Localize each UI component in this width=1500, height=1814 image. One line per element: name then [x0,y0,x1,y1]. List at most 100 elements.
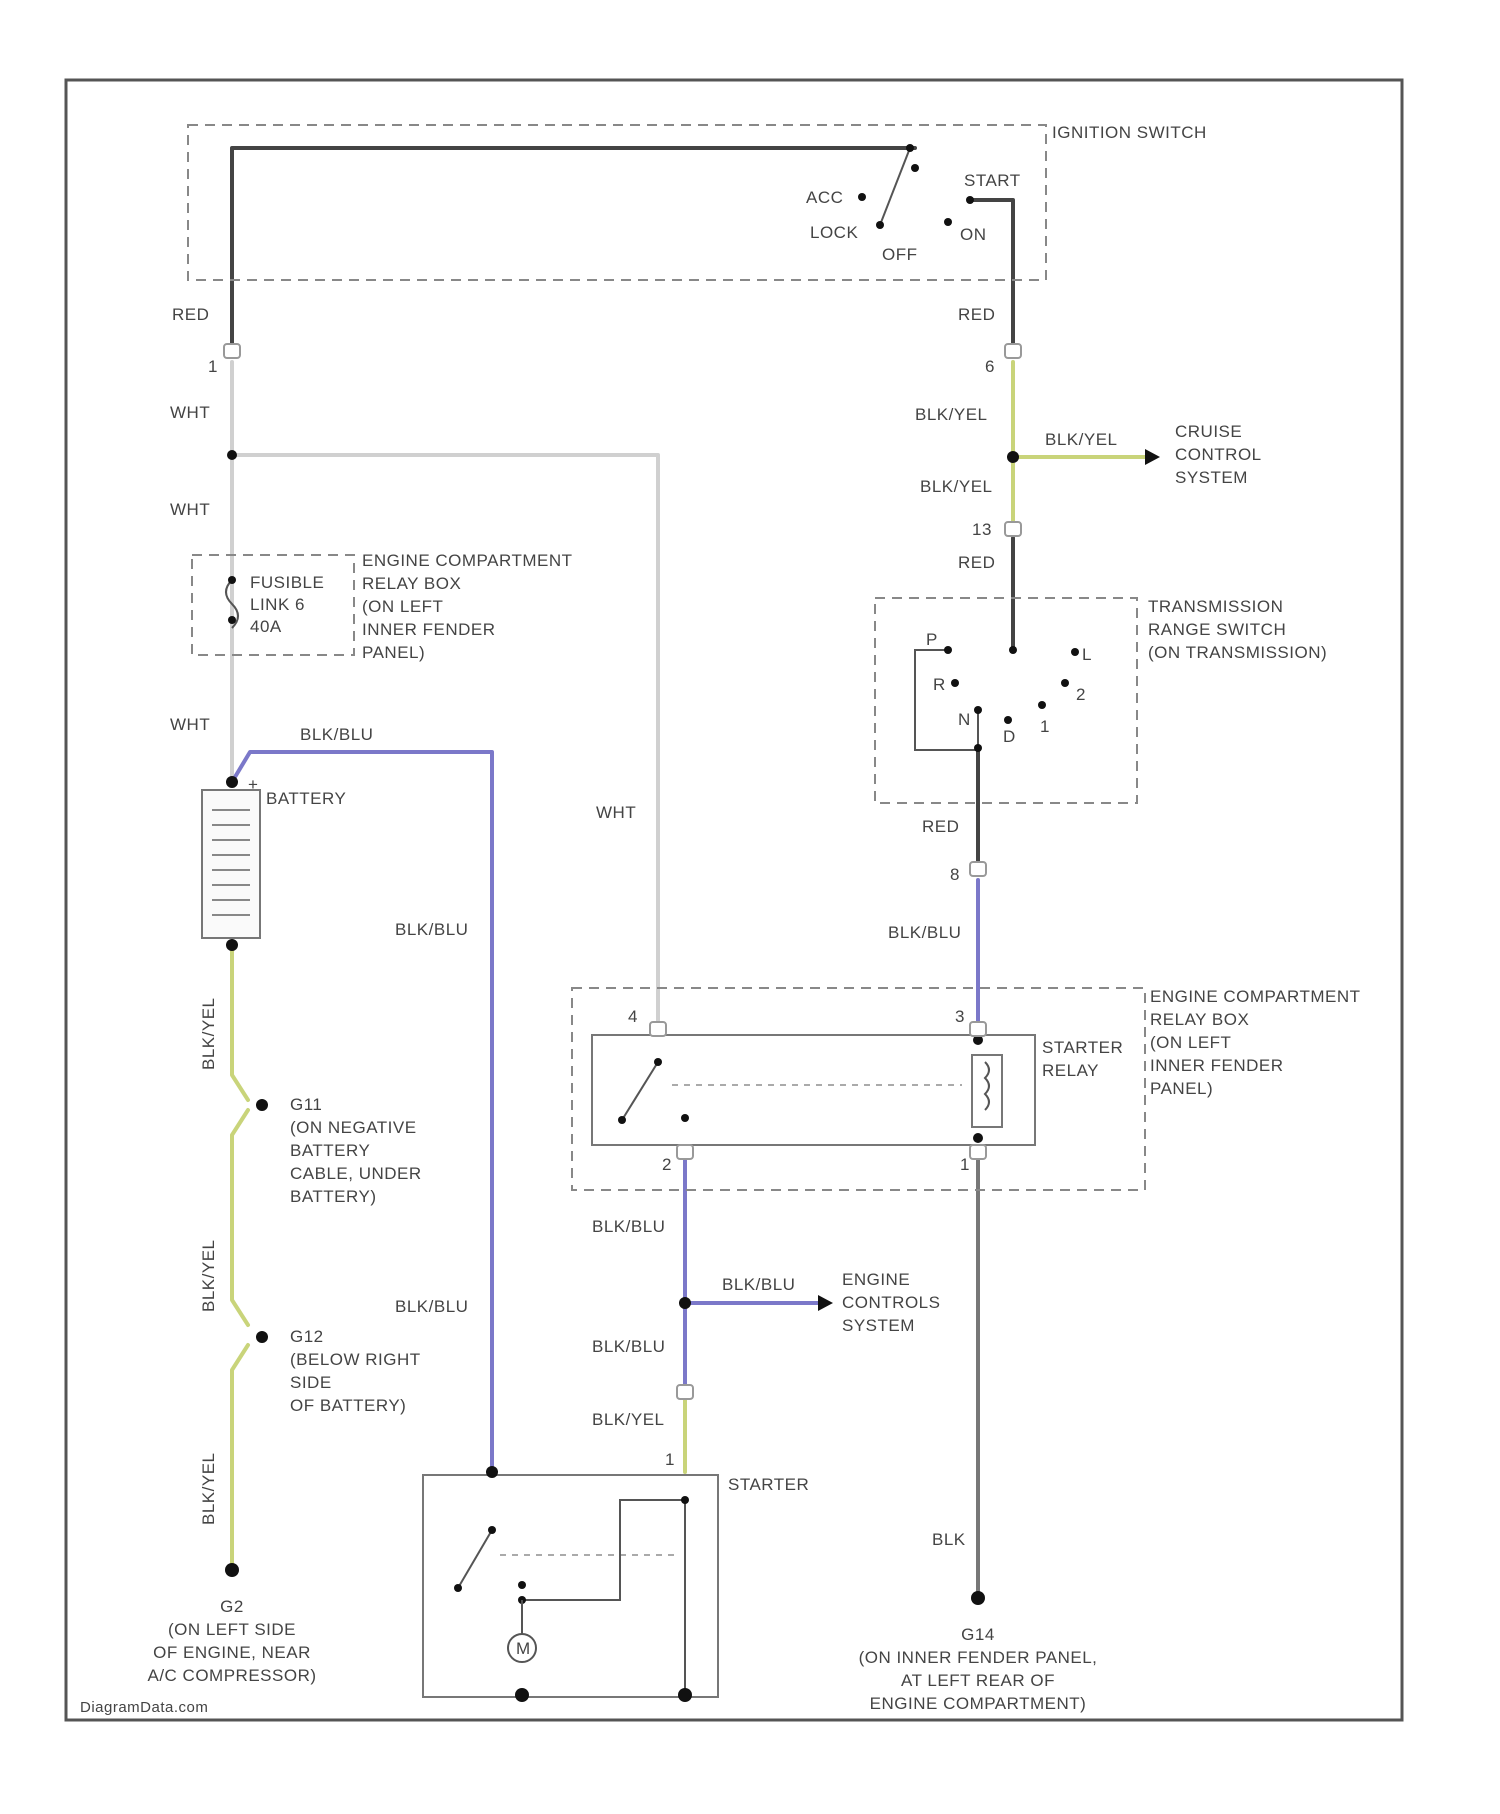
pin-4: 4 [628,1007,638,1026]
starter-relay-1: STARTER [1042,1038,1123,1057]
fusible-link-3: 40A [250,617,282,636]
wire-red-right [970,200,1013,348]
wire-label-red-right: RED [958,305,995,324]
relay-box-bottom-4: INNER FENDER [1150,1056,1284,1075]
wire-label-red-trans-out: RED [922,817,959,836]
g11-5: BATTERY) [290,1187,377,1206]
trans-pos-d: D [1003,727,1016,746]
pin-13: 13 [972,520,992,539]
relay-box-bottom-1: ENGINE COMPARTMENT [1150,987,1361,1006]
relay-box-top-4: INNER FENDER [362,620,496,639]
wire-label-blkyel-g2: BLK/YEL [199,1240,218,1313]
fusible-link-1: FUSIBLE [250,573,324,592]
wire-label-blkyel-g1: BLK/YEL [199,998,218,1071]
fusible-link-2: LINK 6 [250,595,305,614]
trans-range-2: RANGE SWITCH [1148,620,1286,639]
g14-1: G14 [961,1625,995,1644]
g11-1: G11 [290,1095,322,1114]
battery-plus: + [248,775,258,794]
cruise-label-2: CONTROL [1175,445,1262,464]
g2-3: OF ENGINE, NEAR [153,1643,311,1662]
cruise-label-3: SYSTEM [1175,468,1248,487]
starter-label: STARTER [728,1475,809,1494]
wire-label-blkyel-starter: BLK/YEL [592,1410,665,1429]
pin-1-relay: 1 [960,1155,970,1174]
wire-label-blkblu-engine: BLK/BLU [722,1275,795,1294]
g12-3: SIDE [290,1373,332,1392]
connectors [224,344,1021,1399]
sw-acc-label: ACC [806,188,843,207]
g14-3: AT LEFT REAR OF [901,1671,1055,1690]
wire-label-red-trans: RED [958,553,995,572]
engine-controls-3: SYSTEM [842,1316,915,1335]
starter-relay-contacts [618,1055,1002,1127]
wire-blkyel-ground [232,945,248,1570]
arrow-cruise [1145,449,1160,465]
wires [232,148,1145,1598]
pin-1-top: 1 [208,357,218,376]
battery-label: BATTERY [266,789,346,808]
arrow-engine-controls [818,1295,833,1311]
wire-label-blkyel-g3: BLK/YEL [199,1453,218,1526]
wire-label-blkyel-cruise: BLK/YEL [1045,430,1118,449]
trans-range-1: TRANSMISSION [1148,597,1283,616]
starter-internal [454,1496,689,1695]
wire-label-wht1: WHT [170,403,210,422]
sw-start-label: START [964,171,1021,190]
trans-pos-n: N [958,710,971,729]
ignition-switch-label: IGNITION SWITCH [1052,123,1207,142]
sw-off-label: OFF [882,245,918,264]
wire-label-wht3: WHT [170,715,210,734]
pin-8: 8 [950,865,960,884]
trans-pos-1: 1 [1040,717,1050,736]
sw-on-label: ON [960,225,987,244]
trans-pos-2: 2 [1076,685,1086,704]
ignition-switch-contacts [858,144,974,229]
wire-label-blkblu-left1: BLK/BLU [395,920,468,939]
wire-ignition-top [232,148,915,280]
relay-box-bottom-3: (ON LEFT [1150,1033,1231,1052]
relay-box-top-3: (ON LEFT [362,597,443,616]
g14-2: (ON INNER FENDER PANEL, [859,1648,1098,1667]
wire-label-blkblu-left2: BLK/BLU [395,1297,468,1316]
relay-box-bottom-5: PANEL) [1150,1079,1213,1098]
g12-1: G12 [290,1327,324,1346]
g11-3: BATTERY [290,1141,370,1160]
g12-4: OF BATTERY) [290,1396,406,1415]
relay-box-top-1: ENGINE COMPARTMENT [362,551,573,570]
starter-box [423,1475,718,1697]
engine-controls-1: ENGINE [842,1270,910,1289]
transmission-switch-internal [915,650,978,750]
starter-relay-box [592,1035,1035,1145]
diagram-frame [66,80,1402,1720]
g2-1: G2 [220,1597,244,1616]
relay-box-top-2: RELAY BOX [362,574,461,593]
motor-label: M [516,1639,531,1658]
wire-label-blkblu-right: BLK/BLU [888,923,961,942]
watermark: DiagramData.com [80,1699,208,1716]
g2-2: (ON LEFT SIDE [168,1620,296,1639]
relay-box-top-5: PANEL) [362,643,425,662]
wire-label-blkblu-center2: BLK/BLU [592,1337,665,1356]
wire-label-blkblu-top: BLK/BLU [300,725,373,744]
pin-1-starter: 1 [665,1450,675,1469]
wire-label-blkyel-r2: BLK/YEL [920,477,993,496]
trans-pos-r: R [933,675,946,694]
sw-lock-label: LOCK [810,223,858,242]
trans-range-3: (ON TRANSMISSION) [1148,643,1327,662]
wire-label-red-left: RED [172,305,209,324]
engine-controls-2: CONTROLS [842,1293,940,1312]
wire-wht-branch [232,455,658,1035]
wire-label-blkyel-r1: BLK/YEL [915,405,988,424]
pin-2: 2 [662,1155,672,1174]
trans-pos-l: L [1082,645,1092,664]
trans-pos-p: P [926,630,938,649]
g14-4: ENGINE COMPARTMENT) [870,1694,1087,1713]
g12-2: (BELOW RIGHT [290,1350,421,1369]
pin-3: 3 [955,1007,965,1026]
cruise-label-1: CRUISE [1175,422,1242,441]
wire-label-blk: BLK [932,1530,966,1549]
wire-label-blkblu-center1: BLK/BLU [592,1217,665,1236]
wire-label-wht4: WHT [596,803,636,822]
relay-box-bottom-2: RELAY BOX [1150,1010,1249,1029]
